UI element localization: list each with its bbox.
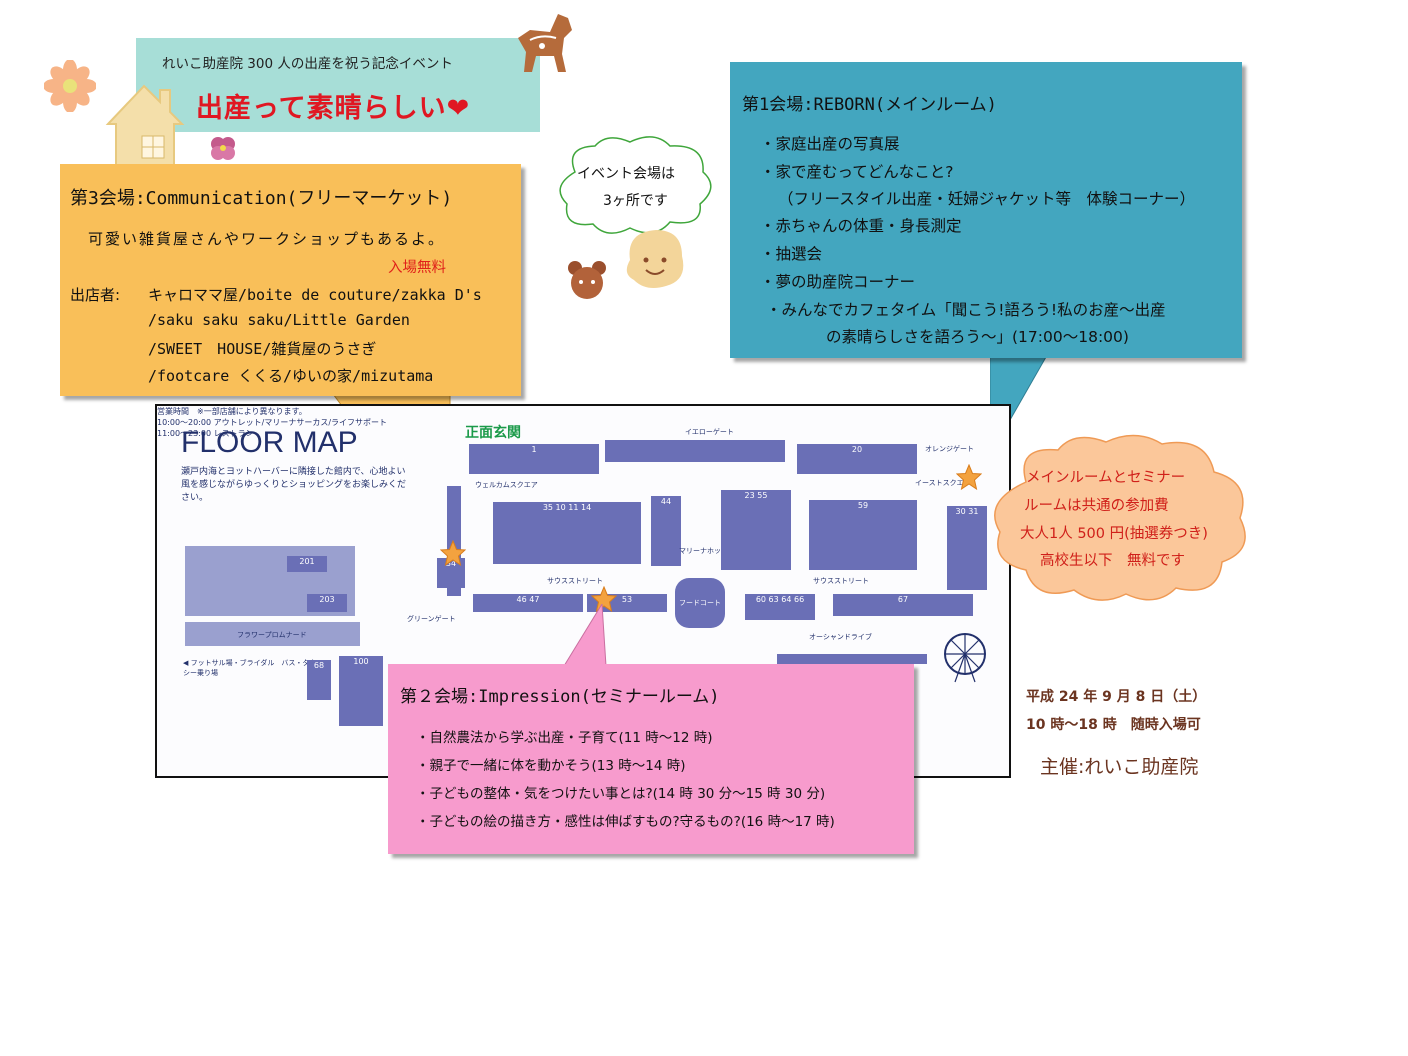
event-time: 10 時～18 時 随時入場可 bbox=[1026, 717, 1201, 733]
ocean-drive-label: オーシャンドライブ bbox=[809, 633, 872, 641]
venue1-panel bbox=[730, 62, 1242, 358]
business-hours-line: 営業時間 ※一部店舗により異なります。 bbox=[157, 407, 307, 416]
fee-info-cloud bbox=[994, 434, 1246, 601]
venue3-shop-line: /saku saku saku/Little Garden bbox=[148, 311, 410, 329]
floor-map-title: FLOOR MAP bbox=[181, 426, 358, 459]
yellow-gate-label: イエローゲート bbox=[685, 428, 734, 436]
venue1-item: ・赤ちゃんの体重・身長測定 bbox=[760, 217, 962, 235]
thought-bubble bbox=[559, 136, 712, 234]
venue3-title: 第3会場:Communication(フリーマーケット) bbox=[70, 188, 453, 209]
venue3-star-icon bbox=[440, 540, 466, 566]
food-court bbox=[675, 578, 725, 628]
fee-info-line: 大人1人 500 円(抽選券つき) bbox=[1020, 526, 1208, 542]
business-hours-line: 10:00～20:00 アウトレット/マリーナサーカス/ライフサポート bbox=[157, 418, 388, 427]
map-block-203: 203 bbox=[307, 594, 347, 612]
event-subtitle: れいこ助産院 300 人の出産を祝う記念イベント bbox=[162, 56, 453, 72]
map-block-20: 20 bbox=[797, 444, 917, 474]
map-block-row bbox=[605, 440, 785, 462]
venue1-item: ・夢の助産院コーナー bbox=[760, 273, 916, 291]
pansy-icon bbox=[211, 137, 235, 160]
venue1-item: ・家庭出産の写真展 bbox=[760, 135, 900, 153]
venue3-free-entry: 入場無料 bbox=[388, 260, 446, 276]
venue2-panel bbox=[388, 664, 914, 854]
fee-info-line: ルームは共通の参加費 bbox=[1024, 498, 1169, 514]
map-block-strip bbox=[777, 654, 927, 664]
venue2-item: ・親子で一緒に体を動かそう(13 時～14 時) bbox=[416, 758, 686, 774]
welcome-square-label: ウェルカムスクエア bbox=[475, 481, 538, 489]
map-block-59: 59 bbox=[809, 500, 917, 570]
map-block-60-66: 60 63 64 66 bbox=[745, 594, 815, 620]
venue3-shop-line: /footcare くくる/ゆいの家/mizutama bbox=[148, 367, 434, 385]
map-block-center-left: 35 10 11 14 bbox=[493, 502, 641, 564]
east-square-label: イーストスクエア bbox=[915, 479, 971, 487]
event-host: 主催:れいこ助産院 bbox=[1040, 756, 1199, 778]
house-cookie-icon bbox=[105, 84, 185, 167]
floor-map-description: 瀬戸内海とヨットハーバーに隣接した館内で、心地よい風を感じながらゆっくりとショッ… bbox=[181, 467, 407, 503]
map-block-44: 44 bbox=[651, 496, 681, 566]
venue3-panel bbox=[60, 164, 521, 396]
event-title-banner bbox=[136, 38, 540, 132]
venue3-shop-line: /SWEET HOUSE/雑貨屋のうさぎ bbox=[148, 340, 377, 358]
south-street-label-left: サウスストリート bbox=[547, 577, 603, 585]
bear-cookie-icon bbox=[568, 261, 606, 299]
venue1-item: ・みんなでカフェタイム「聞こう!語ろう!私のお産～出産 bbox=[766, 301, 1166, 319]
venue1-item: ・家で産むってどんなこと? bbox=[760, 163, 954, 181]
venue1-item: の素晴らしさを語ろう～」(17:00～18:00) bbox=[826, 328, 1129, 346]
map-block-46-47: 46 47 bbox=[473, 594, 583, 612]
venue3-description: 可愛い雑貨屋さんやワークショップもあるよ。 bbox=[88, 230, 446, 248]
venue1-item: （フリースタイル出産・妊婦ジャケット等 体験コーナー） bbox=[778, 190, 1195, 208]
venue3-shops-label: 出店者: bbox=[70, 286, 121, 304]
venue2-title: 第２会場:Impression(セミナールーム) bbox=[400, 687, 720, 707]
south-street-label-right: サウスストリート bbox=[813, 577, 869, 585]
futsal-direction-label: ◀ フットサル場・ブライダル バス・タクシー乗り場 bbox=[183, 659, 317, 677]
map-block-23: 23 55 bbox=[721, 490, 791, 570]
marina-square-label: マリーナホップスクエア bbox=[679, 547, 756, 555]
bubble-text-line2: 3ヶ所です bbox=[603, 193, 668, 209]
food-court-label: フードコート bbox=[679, 599, 721, 607]
venue2-item: ・子どもの絵の描き方・感性は伸ばすもの?守るもの?(16 時～17 時) bbox=[416, 814, 835, 830]
venue1-item: ・抽選会 bbox=[760, 245, 823, 263]
venue3-shop-line: キャロママ屋/boite de couture/zakka D's bbox=[148, 286, 482, 304]
fee-info-line: メインルームとセミナー bbox=[1026, 470, 1186, 486]
map-block-68: 68 bbox=[307, 660, 331, 700]
flower-icon bbox=[44, 60, 96, 112]
event-date: 平成 24 年 9 月 8 日（土） bbox=[1026, 689, 1207, 705]
map-block-100: 100 bbox=[339, 656, 383, 726]
girl-cookie-icon bbox=[626, 230, 684, 288]
map-block-30-31: 30 31 bbox=[947, 506, 987, 590]
venue2-item: ・自然農法から学ぶ出産・子育て(11 時～12 時) bbox=[416, 730, 713, 746]
orange-gate-label: オレンジゲート bbox=[925, 445, 974, 453]
main-entrance-label: 正面玄関 bbox=[465, 425, 521, 441]
map-block-201: 201 bbox=[287, 556, 327, 572]
flower-promenade-label: フラワープロムナード bbox=[237, 631, 307, 639]
green-gate-label: グリーンゲート bbox=[407, 615, 456, 623]
map-block-67: 67 bbox=[833, 594, 973, 616]
ferris-wheel-icon bbox=[944, 633, 986, 683]
horse-cookie-icon bbox=[518, 14, 572, 72]
venue1-star-icon bbox=[956, 464, 982, 490]
venue1-title: 第1会場:REBORN(メインルーム) bbox=[742, 95, 997, 115]
fee-info-line: 高校生以下 無料です bbox=[1040, 553, 1185, 569]
event-title: 出産って素晴らしい❤ bbox=[196, 93, 471, 124]
venue2-callout-pointer bbox=[563, 604, 607, 667]
venue2-item: ・子どもの整体・気をつけたい事とは?(14 時 30 分～15 時 30 分) bbox=[416, 786, 826, 802]
map-block-1: 1 bbox=[469, 444, 599, 474]
business-hours: 営業時間 ※一部店舗により異なります。 10:00～20:00 アウトレット/マ… bbox=[157, 406, 1009, 439]
flower-promenade bbox=[185, 622, 360, 646]
venue2-star-icon bbox=[591, 586, 617, 612]
business-hours-line: 11:00～23:00 レストラン bbox=[157, 429, 254, 438]
bubble-text-line1: イベント会場は bbox=[577, 166, 675, 182]
